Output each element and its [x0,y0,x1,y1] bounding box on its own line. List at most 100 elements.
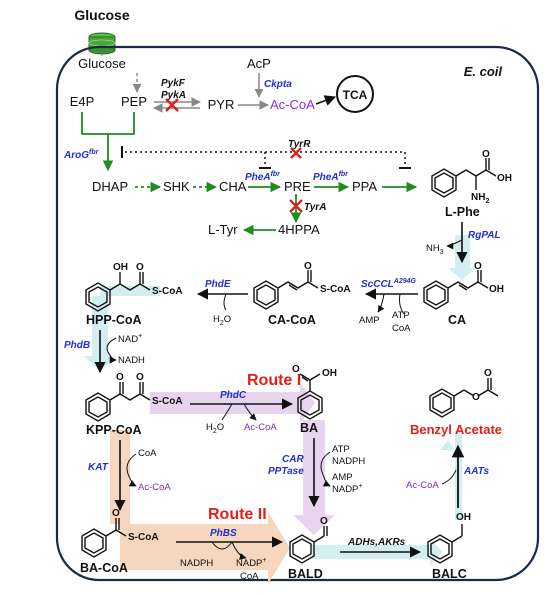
lphe-structure [431,158,497,198]
accoa-cofactor-2: Ac-CoA [138,482,171,493]
benzylacetate-o-ester: O [472,392,480,403]
coa-cofactor-1: CoA [392,323,411,334]
ckpta-label: Ckpta [264,79,292,90]
amp-cofactor: AMP [359,315,380,326]
4hppa-label: 4HPPA [278,222,320,237]
organism-label: E. coil [464,64,503,79]
route2-band [120,512,290,584]
cacoa-scoa: S-CoA [320,284,351,295]
h2o-cofactor-1: H2O [213,314,231,327]
bacoa-o-atom: O [112,508,120,519]
phea1-label: PheAfbr [245,171,281,183]
lphe-oh-atom: OH [497,173,512,184]
accoa-label: Ac-CoA [270,97,315,112]
tca-label: TCA [343,88,368,102]
nadp-cofactor-1: NADP+ [332,483,363,495]
e4p-label: E4P [70,94,95,109]
tyrr-label: TyrR [288,139,311,150]
ltyr-label: L-Tyr [208,222,238,237]
nad-cofactor: NAD+ [118,333,142,345]
e4p-pep-merge [81,112,135,135]
nadp-cofactor-2: NADP+ [236,557,267,569]
ba-o-atom: O [292,364,300,375]
hppcoa-scoa: S-CoA [152,286,183,297]
bald-structure [289,526,328,564]
lphe-o-atom: O [482,149,490,160]
ca-o-atom: O [474,261,482,272]
nadph-cofactor-1: NADPH [332,456,365,467]
shk-label: SHK [163,179,190,194]
ppa-label: PPA [352,179,377,194]
accoa-cofactor-1: Ac-CoA [244,422,277,433]
ca-structure [423,270,489,310]
ca-label: CA [448,313,466,327]
pyk-knockout-icon [165,98,179,112]
kppcoa-o2-atom: O [136,372,144,383]
cacoa-o-atom: O [304,261,312,272]
route1-label: Route I [247,372,301,389]
hppcoa-oh-atom: OH [113,262,128,273]
ba-label: BA [300,421,318,435]
car-label: CAR [282,454,304,465]
pyr-label: PYR [208,97,235,112]
scccl-label: ScCCLA294G [361,278,417,290]
pep-label: PEP [121,94,147,109]
pyka-label: PykA [161,90,186,101]
phdb-label: PhdB [64,340,90,351]
atp-cofactor: ATP [392,310,410,321]
tyrr-regulation-line [125,151,406,165]
cell-boundary [55,45,540,582]
kat-label: KAT [88,462,109,473]
kppcoa-label: KPP-CoA [86,423,142,437]
aats-label: AATs [463,466,489,477]
lphe-nh2-atom: NH2 [471,192,489,205]
acp-label: AcP [247,56,271,71]
phbs-label: PhBS [210,528,237,539]
bald-o-atom: O [320,516,328,527]
kppcoa-structure [85,382,151,422]
glucose-transporter [88,32,116,55]
h2o-cofactor-2: H2O [206,422,224,435]
kppcoa-o1-atom: O [116,372,124,383]
route2-label: Route II [208,506,267,523]
phea2-label: PheAfbr [313,171,349,183]
atp-cofactor-2: ATP [332,444,350,455]
hppcoa-o-atom: O [136,262,144,273]
glucose-title: Glucose [74,7,129,23]
tyrr-knockout-icon [290,147,302,159]
adhs-akrs-label: ADHs,AKRs [347,537,406,548]
kppcoa-scoa: S-CoA [152,396,183,407]
ba-structure [297,373,323,420]
tyra-label: TyrA [304,202,326,213]
coa-cofactor-2: CoA [138,448,157,459]
pre-label: PRE [284,179,311,194]
cacoa-label: CA-CoA [268,313,316,327]
nadph-cofactor-2: NADPH [180,558,213,569]
cha-label: CHA [219,179,247,194]
tyra-knockout-icon [289,199,303,213]
accoa-to-tca-arrow [315,95,337,106]
accoa-cofactor-3: Ac-CoA [406,480,439,491]
benzylacetate-structure [429,378,499,418]
pykf-label: PykF [161,78,186,89]
glucose-intracellular: Glucose [78,56,126,71]
cacoa-structure [253,270,319,310]
route1-band [150,383,315,423]
tca-cycle [336,75,374,113]
balc-label: BALC [432,567,467,581]
rgpal-label: RgPAL [468,230,501,241]
lphe-label: L-Phe [445,205,480,219]
amp-cofactor-2: AMP [332,472,353,483]
nh3-cofactor: NH3 [426,243,444,256]
nadh-cofactor: NADH [118,355,145,366]
phdc-label: PhdC [220,390,247,401]
balc-structure [427,524,463,564]
benzylacetate-label: Benzyl Acetate [410,422,502,437]
phde-label: PhdE [205,279,231,290]
benzylacetate-o-carbonyl: O [484,368,492,379]
ca-oh-atom: OH [489,284,504,295]
dhap-label: DHAP [92,179,128,194]
bacoa-label: BA-CoA [80,561,128,575]
